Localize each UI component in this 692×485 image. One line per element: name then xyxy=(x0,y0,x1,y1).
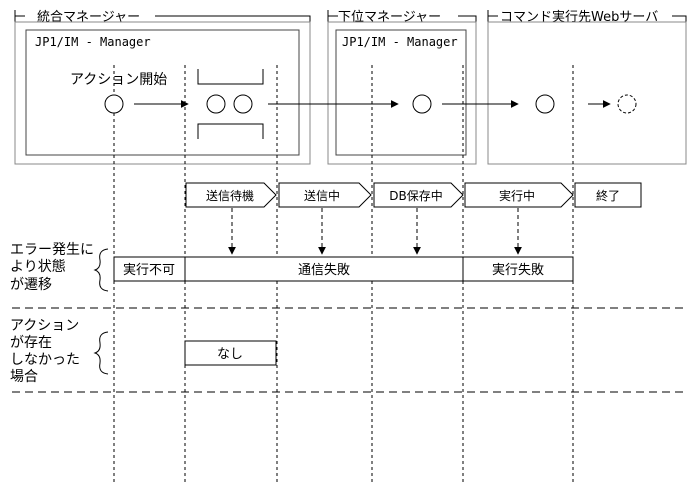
error-cannot-run: 実行不可 xyxy=(123,262,175,278)
no-action-caption-brace xyxy=(93,331,109,375)
queue-bottom-bracket xyxy=(197,123,264,139)
integrated-manager-product-label: JP1/IM - Manager xyxy=(35,35,151,49)
error-caption: エラー発生に より状態 が遷移 xyxy=(10,242,109,293)
no-action-caption-line: しなかった xyxy=(10,352,80,368)
state-waiting-send: 送信待機 xyxy=(206,188,254,203)
web-server-title: コマンド実行先Webサーバ xyxy=(500,9,658,25)
queue-node xyxy=(197,69,264,139)
state-running-shape xyxy=(464,182,574,208)
no-action-caption-line: アクション xyxy=(10,318,79,334)
state-db-saving-shape xyxy=(373,182,464,208)
web-server-section: コマンド実行先Webサーバ xyxy=(487,9,687,165)
integrated-manager-outer-box xyxy=(14,21,311,165)
error-caption-line: より状態 xyxy=(10,259,66,275)
state-finished-shape xyxy=(574,182,642,208)
integrated-manager-title: 統合マネージャー xyxy=(37,10,140,25)
state-running: 実行中 xyxy=(499,188,535,203)
state-finished: 終了 xyxy=(596,188,620,203)
state-sending: 送信中 xyxy=(304,188,340,203)
state-sending-shape xyxy=(278,182,372,208)
end-node xyxy=(617,94,637,114)
lower-manager-node xyxy=(412,94,432,114)
web-server-node xyxy=(535,94,555,114)
action-start-label: アクション開始 xyxy=(70,72,167,88)
error-caption-line: が遷移 xyxy=(10,277,52,293)
lower-manager-section: 下位マネージャー JP1/IM - Manager xyxy=(327,10,477,165)
integrated-manager-section: 統合マネージャー JP1/IM - Manager xyxy=(14,10,311,165)
error-transition-arrows xyxy=(228,208,522,255)
state-db-saving: DB保存中 xyxy=(389,188,442,203)
queue-top-bracket xyxy=(197,69,264,85)
lower-manager-outer-box xyxy=(327,21,477,165)
state-waiting-send-shape xyxy=(185,182,277,208)
lower-manager-title: 下位マネージャー xyxy=(338,10,441,25)
integrated-manager-inner-box xyxy=(25,29,300,156)
lower-manager-inner-box xyxy=(335,29,467,156)
queue-circle xyxy=(233,94,253,114)
state-banners: 送信待機 送信中 DB保存中 実行中 終了 xyxy=(185,182,642,208)
error-caption-line: エラー発生に xyxy=(10,242,94,258)
action-start-node xyxy=(104,94,124,114)
no-action-caption: アクション が存在 しなかった 場合 xyxy=(10,318,109,385)
queue-circle xyxy=(206,94,226,114)
error-run-failed-box xyxy=(462,256,574,282)
no-action-caption-line: 場合 xyxy=(10,369,38,385)
no-action-caption-line: が存在 xyxy=(10,335,52,351)
no-action-none: なし xyxy=(217,347,243,362)
no-action-none-box xyxy=(184,340,277,366)
error-caption-brace xyxy=(93,248,109,292)
lower-manager-product-label: JP1/IM - Manager xyxy=(342,35,458,49)
error-run-failed: 実行失敗 xyxy=(492,262,544,278)
error-comm-failed: 通信失敗 xyxy=(298,263,350,278)
web-server-box xyxy=(487,21,687,165)
